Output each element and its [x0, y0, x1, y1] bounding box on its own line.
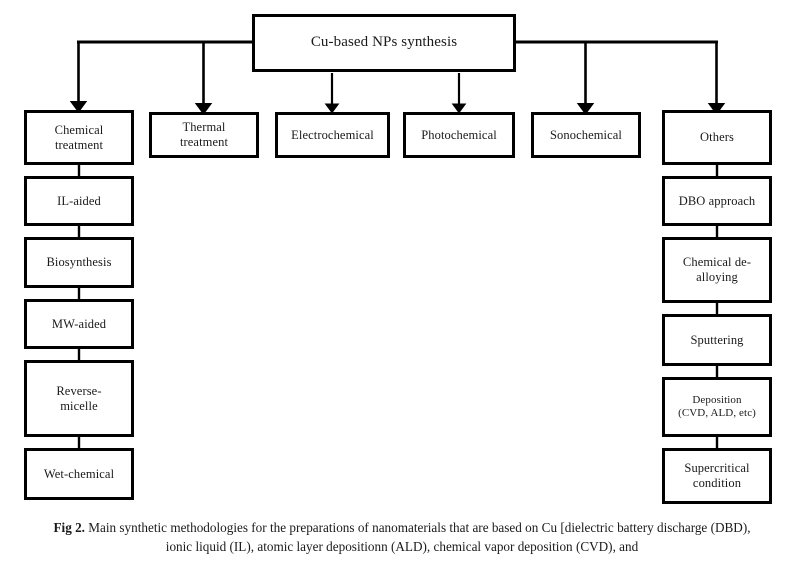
- node-label: Chemical de- alloying: [682, 255, 752, 284]
- node-il-aided[interactable]: IL-aided: [24, 176, 134, 226]
- node-wet-chemical[interactable]: Wet-chemical: [24, 448, 134, 500]
- node-label: Sonochemical: [549, 127, 622, 142]
- caption-line-2: discharge (DBD), ionic liquid (IL), atom…: [165, 520, 751, 554]
- node-dbo-approach[interactable]: DBO approach: [662, 176, 772, 226]
- node-label: Chemical treatment: [54, 122, 104, 152]
- node-label: Cu-based NPs synthesis: [310, 34, 458, 51]
- node-label: Wet-chemical: [43, 466, 115, 481]
- node-label: MW-aided: [51, 316, 107, 331]
- node-deposition[interactable]: Deposition (CVD, ALD, etc): [662, 377, 772, 437]
- node-label: Sputtering: [690, 332, 744, 347]
- node-chemical-treatment[interactable]: Chemical treatment: [24, 110, 134, 165]
- caption-line-1: Main synthetic methodologies for the pre…: [84, 520, 654, 535]
- node-thermal-treatment[interactable]: Thermal treatment: [149, 112, 259, 158]
- node-sputtering[interactable]: Sputtering: [662, 314, 772, 366]
- node-cu-based-nps-synthesis[interactable]: Cu-based NPs synthesis: [252, 14, 516, 72]
- node-label: Biosynthesis: [46, 255, 112, 270]
- figure-caption: Fig 2. Main synthetic methodologies for …: [46, 519, 758, 556]
- node-others[interactable]: Others: [662, 110, 772, 165]
- node-photochemical[interactable]: Photochemical: [403, 112, 515, 158]
- node-label: Reverse- micelle: [56, 383, 102, 413]
- node-label: Electrochemical: [291, 127, 374, 142]
- node-label: Photochemical: [421, 127, 497, 142]
- node-electrochemical[interactable]: Electrochemical: [275, 112, 390, 158]
- node-label: DBO approach: [678, 193, 756, 208]
- node-sonochemical[interactable]: Sonochemical: [531, 112, 641, 158]
- caption-figure-number: Fig 2.: [53, 520, 85, 535]
- node-mw-aided[interactable]: MW-aided: [24, 299, 134, 349]
- node-label: Deposition (CVD, ALD, etc): [678, 394, 756, 419]
- node-label: Others: [700, 130, 734, 145]
- node-label: Thermal treatment: [179, 120, 229, 149]
- node-label: IL-aided: [57, 193, 101, 208]
- node-supercritical-condition[interactable]: Supercritical condition: [662, 448, 772, 504]
- node-biosynthesis[interactable]: Biosynthesis: [24, 237, 134, 288]
- node-chemical-dealloying[interactable]: Chemical de- alloying: [662, 237, 772, 303]
- node-label: Supercritical condition: [684, 461, 750, 490]
- node-reverse-micelle[interactable]: Reverse- micelle: [24, 360, 134, 437]
